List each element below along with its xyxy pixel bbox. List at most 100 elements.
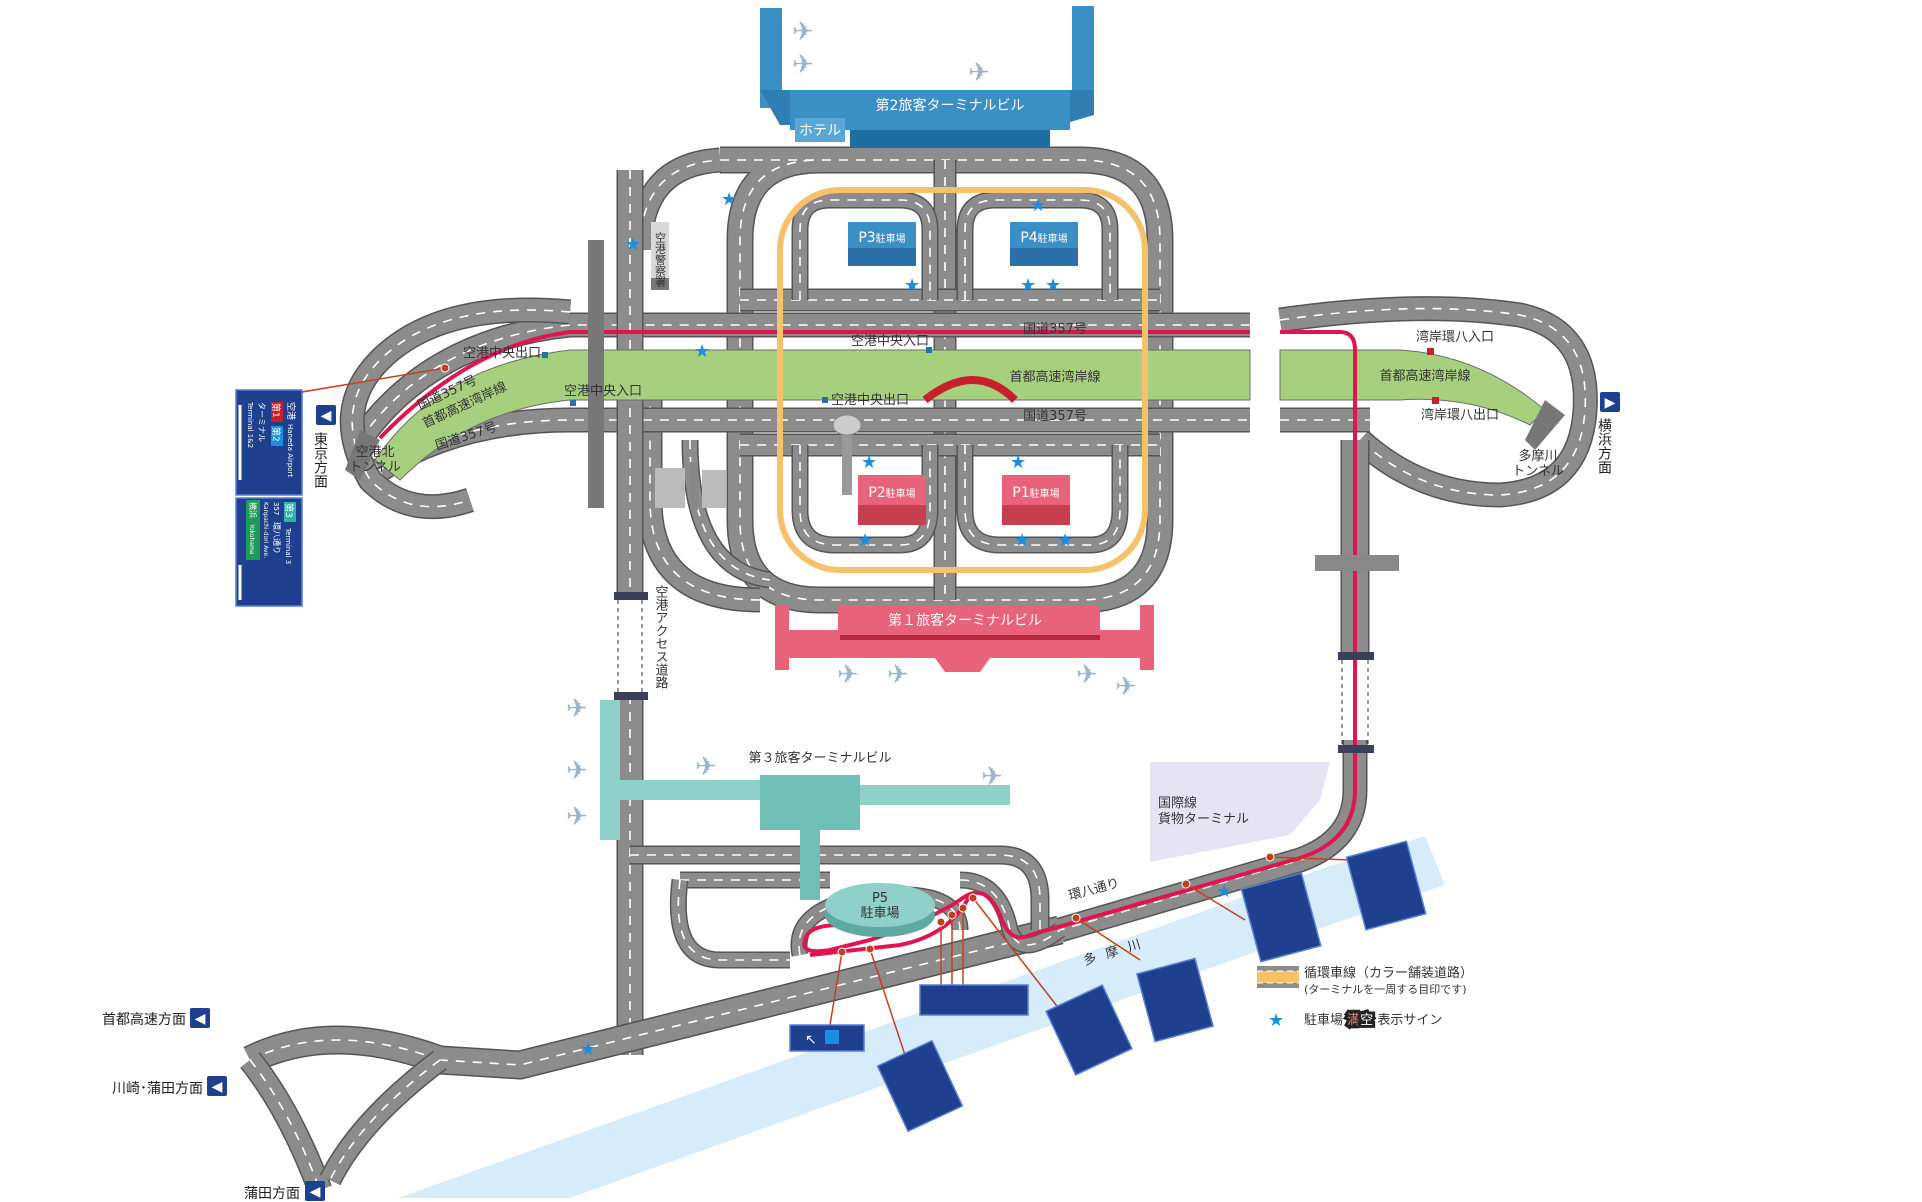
road-segment <box>799 445 931 546</box>
road-segment <box>677 879 790 961</box>
direction-kamata: 蒲田方面 ◀ <box>244 1181 325 1202</box>
star-icon: ★ <box>1268 1010 1284 1031</box>
cargo-terminal-area <box>1150 762 1330 862</box>
terminal-2-label: 第2旅客ターミナルビル <box>876 97 1025 114</box>
access-road-label: 空港アクセス道路 <box>653 585 669 689</box>
airplane-icon: ✈ <box>981 762 1003 792</box>
star-icon: ★ <box>904 275 920 296</box>
overpass <box>922 376 1018 404</box>
p1-label: 駐車場 <box>1030 487 1060 500</box>
tama-tunnel-label-1: 多摩川 <box>1518 448 1557 464</box>
tunnel-portal-east-bottom <box>1338 745 1374 753</box>
shutoko-label: 首都高速方面 <box>102 1011 186 1028</box>
sign-terminal12-en: Terminal 1&2 <box>246 401 254 448</box>
svg-text:P4駐車場: P4駐車場 <box>1020 230 1067 246</box>
north-tunnel-label-1: 空港北 <box>355 445 394 460</box>
legend-parking-suffix: 表示サイン <box>1377 1013 1442 1028</box>
terminal-1-building[interactable]: 第１旅客ターミナルビル <box>775 605 1154 672</box>
road-segment <box>244 1027 445 1073</box>
route357-label-upper: 国道357号 <box>1023 322 1087 337</box>
arrow-left-icon: ◀ <box>310 1184 321 1200</box>
parking-p5[interactable]: P5 駐車場 <box>825 883 935 937</box>
sign-t3: 第3 <box>283 503 295 518</box>
road-signs: ↖ <box>789 840 1427 1133</box>
direction-yokohama: ▶ 横浜方面 <box>1596 392 1620 474</box>
airplane-icon: ✈ <box>968 58 990 88</box>
p5-label: 駐車場 <box>860 906 899 921</box>
road-segment <box>321 1052 447 1185</box>
terminal-3-building[interactable]: 第３旅客ターミナルビル <box>600 700 1010 900</box>
ring8-route-line <box>378 330 1357 954</box>
kanpachi-entrance-label: 湾岸環八入口 <box>1416 329 1494 345</box>
p2-label: 駐車場 <box>886 487 916 500</box>
road-segment <box>964 199 1111 300</box>
road-segment <box>241 1053 331 1194</box>
star-icon: ★ <box>1020 275 1036 296</box>
legend: 循環車線（カラー舗装道路） (ターミナルを一周する目印です) ★ 駐車場 満空 … <box>1257 965 1473 1031</box>
airplane-icon: ✈ <box>792 17 814 47</box>
direction-tokyo: ◀ 東京方面 <box>312 405 336 488</box>
star-icon: ★ <box>1030 195 1046 216</box>
tunnel-portal-access-bottom <box>614 692 648 700</box>
tama-tunnel-label-2: トンネル <box>1512 464 1564 479</box>
svg-text:P1駐車場: P1駐車場 <box>1012 485 1059 501</box>
police-station[interactable]: 空港警察署 <box>651 222 669 290</box>
star-icon: ★ <box>1045 275 1061 296</box>
road-segment <box>959 879 1061 946</box>
star-icon: ★ <box>694 341 710 362</box>
kamata-label: 蒲田方面 <box>244 1186 300 1202</box>
arrow-left-icon: ◀ <box>321 408 332 424</box>
star-icon: ★ <box>1216 881 1232 902</box>
p5-loop-line <box>809 894 972 957</box>
airplane-icon: ✈ <box>695 752 717 782</box>
airplane-icon: ✈ <box>566 802 588 832</box>
legend-parking-sign: 駐車場 満空 表示サイン <box>1304 1013 1442 1028</box>
entrance-marker <box>1427 348 1434 355</box>
sign-kanpachi-en: Kanpachi-dori Ave. <box>262 502 269 558</box>
road-segment <box>958 445 1127 552</box>
road-segment <box>439 917 1064 1078</box>
yokohama-label: 横浜方面 <box>1596 418 1612 474</box>
p5-code: P5 <box>872 891 888 906</box>
sign-route-number: 357 <box>272 502 280 515</box>
kanpachi-label: 環八通り <box>1067 876 1121 904</box>
arrow-up-left-icon: ↖ <box>805 1032 817 1048</box>
airplane-icon: ✈ <box>1076 660 1098 690</box>
parking-icon <box>825 1030 839 1044</box>
arrow-left-icon: ◀ <box>195 1011 206 1027</box>
star-icon: ★ <box>625 234 641 255</box>
road-segment <box>249 1059 321 1191</box>
legend-loop-note: (ターミナルを一周する目印です) <box>1304 983 1467 996</box>
star-icon: ★ <box>721 189 737 210</box>
entrance-marker <box>1432 397 1439 404</box>
star-icon: ★ <box>580 1039 596 1060</box>
star-icon: ★ <box>861 452 877 473</box>
parking-p4[interactable]: P4駐車場 <box>1010 222 1078 266</box>
road-network <box>240 146 1598 1195</box>
central-exit-label-east: 空港中央出口 <box>831 393 909 408</box>
parking-p1[interactable]: P1駐車場 <box>1002 475 1070 525</box>
sign-yokohama-en: Yokohama <box>248 523 255 555</box>
parking-sign-markers: ★★★★★★★★★★★★★★ <box>580 189 1232 1060</box>
airplane-icon: ✈ <box>566 756 588 786</box>
control-tower-icon <box>832 414 862 495</box>
parking-p3[interactable]: P3駐車場 <box>848 222 916 266</box>
main-direction-sign: 空港 Haneda Airport 第1 第2 ターミナル Terminal 1… <box>235 363 450 607</box>
airplane-icon: ✈ <box>1115 672 1137 702</box>
terminal-2-building[interactable]: 第2旅客ターミナルビル ホテル <box>760 6 1094 148</box>
central-entrance-label-east: 空港中央入口 <box>851 334 929 349</box>
cargo-label-1: 国際線 <box>1158 795 1197 811</box>
sign-airport-ja: 空港 <box>285 402 297 420</box>
sign-airport-en: Haneda Airport <box>286 424 294 477</box>
arrow-right-icon: ▶ <box>1605 395 1616 411</box>
parking-p2[interactable]: P2駐車場 <box>858 475 926 525</box>
svg-text:P2駐車場: P2駐車場 <box>868 485 915 501</box>
tama-tunnel-portal <box>1525 400 1565 450</box>
airplane-icon: ✈ <box>837 660 859 690</box>
wangan-label-center: 首都高速湾岸線 <box>1009 369 1100 385</box>
north-tunnel-label-2: トンネル <box>349 460 401 475</box>
road-segment <box>329 1059 441 1181</box>
wangan-label-east: 首都高速湾岸線 <box>1379 368 1470 384</box>
airplane-icon: ✈ <box>566 694 588 724</box>
